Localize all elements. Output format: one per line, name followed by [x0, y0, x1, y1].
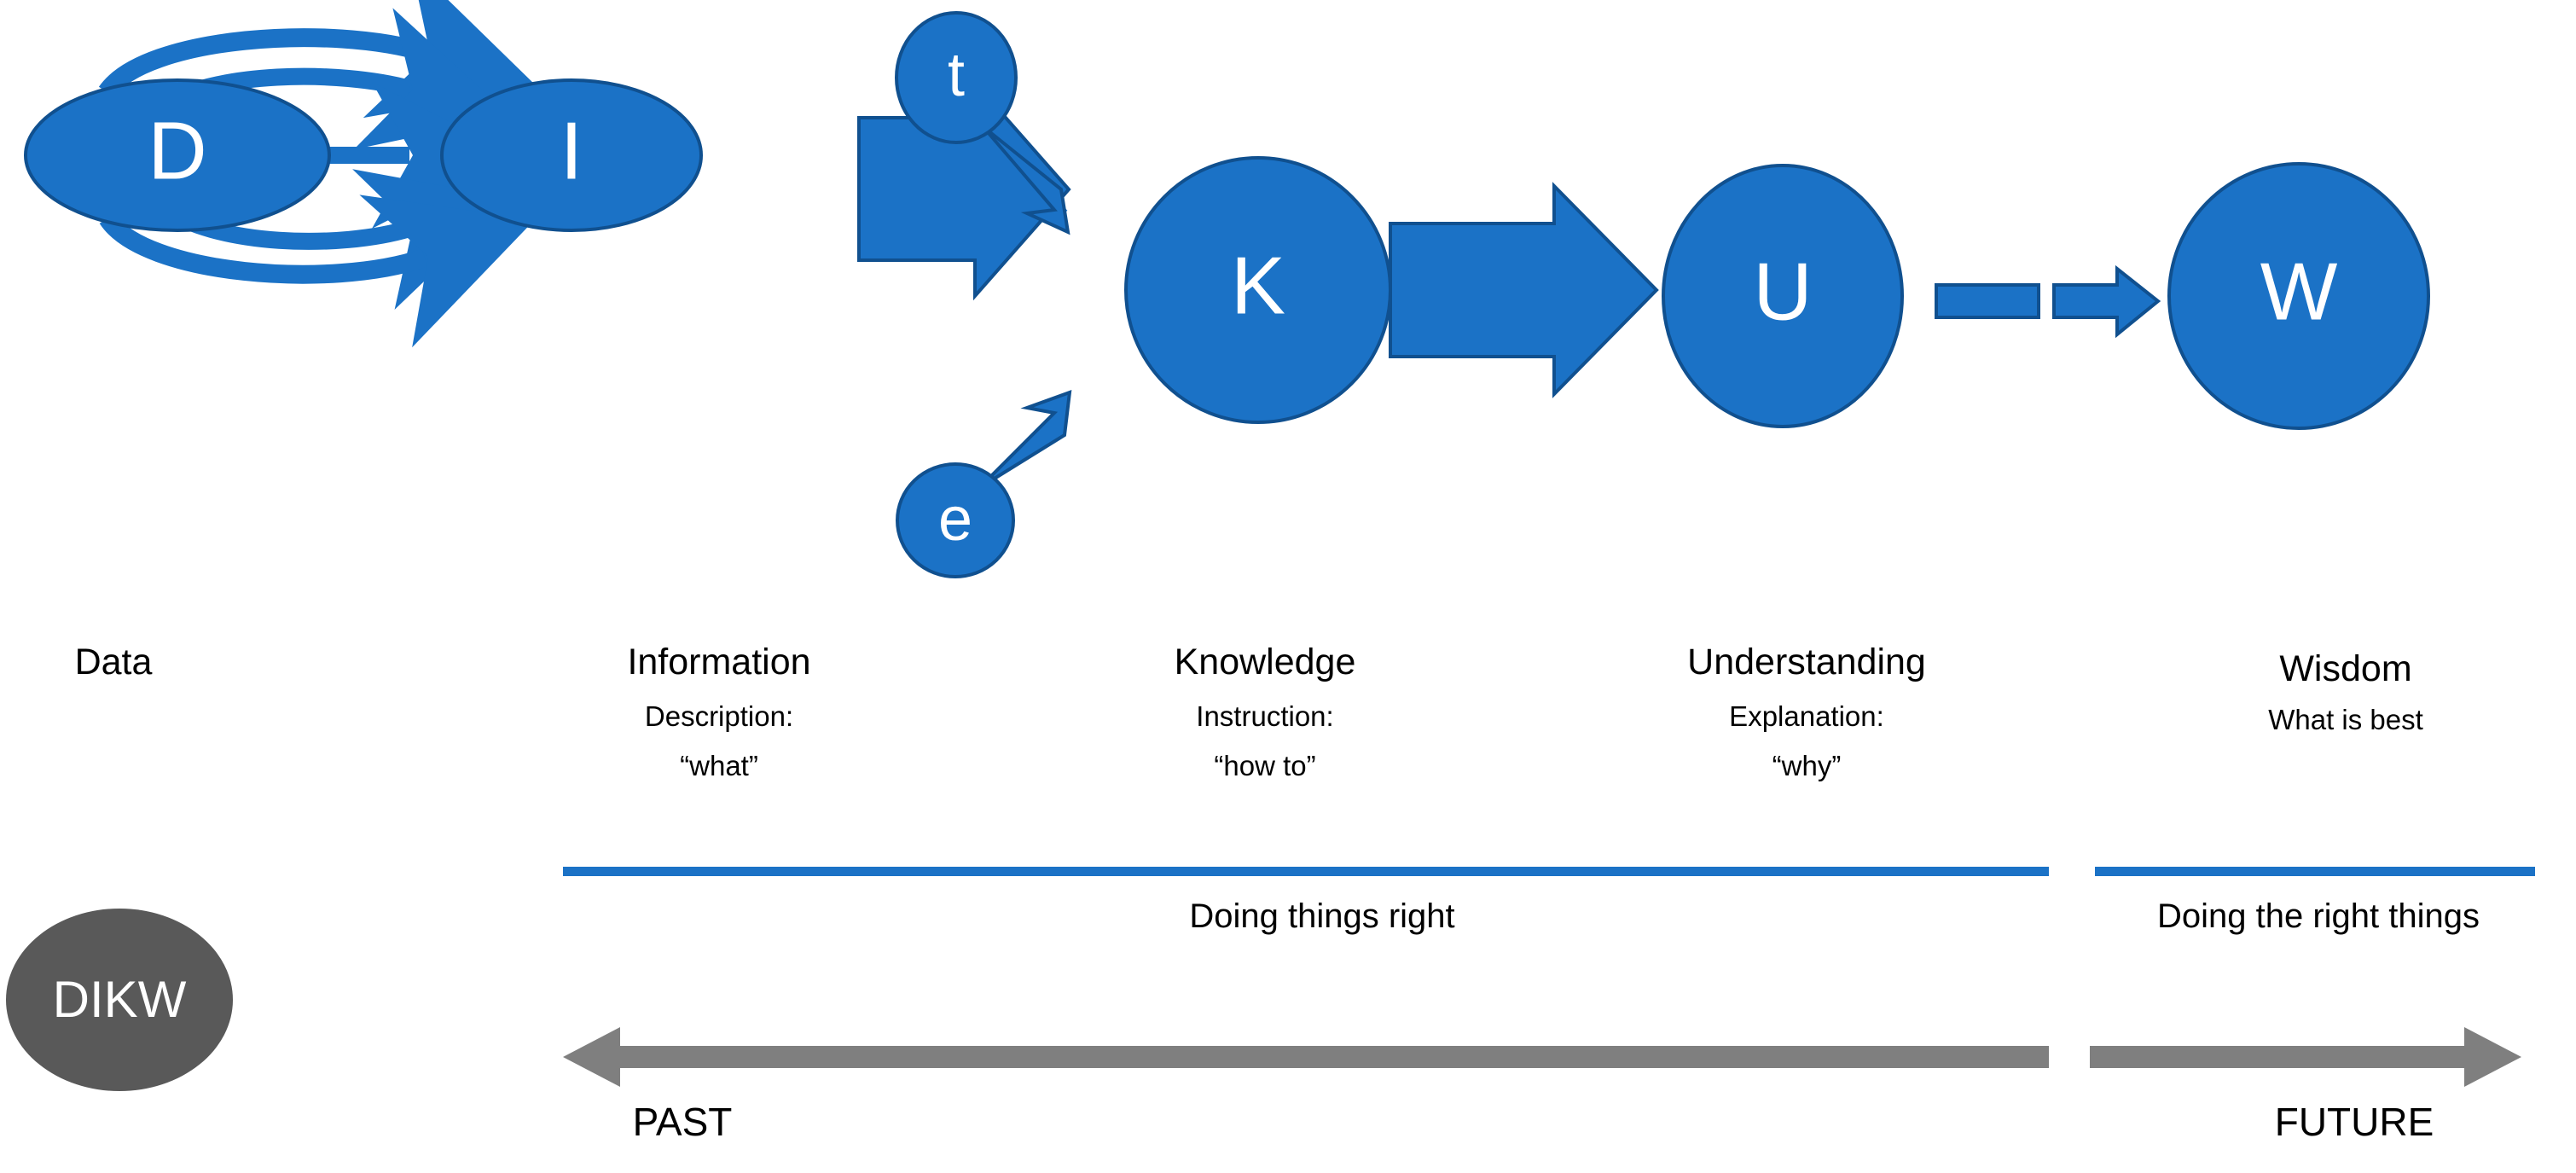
node-D-letter: D	[148, 105, 206, 196]
node-I-circle[interactable]	[440, 78, 703, 232]
stage-sub1-information: Description:	[644, 700, 794, 732]
stage-sub1-knowledge: Instruction:	[1196, 700, 1334, 732]
node-U[interactable]: U	[1662, 164, 1904, 428]
arrow-u-to-w	[1935, 264, 2161, 339]
dikw-badge[interactable]: DIKW	[6, 909, 233, 1091]
stage-sub1-wisdom: What is best	[2268, 704, 2423, 735]
dikw-badge-oval[interactable]	[6, 909, 233, 1091]
node-D[interactable]: D	[24, 78, 334, 232]
stage-sub2-knowledge: “how to”	[1214, 750, 1316, 781]
dikw-badge-label: DIKW	[53, 971, 187, 1028]
stage-sub2-understanding: “why”	[1772, 750, 1842, 781]
node-I[interactable]: I	[440, 78, 703, 232]
stage-label-data: Data	[74, 642, 153, 682]
node-I-letter: I	[560, 105, 583, 196]
feedback-arc-lower-outer	[99, 195, 535, 348]
node-W-circle[interactable]	[2167, 162, 2430, 430]
node-K-circle[interactable]	[1124, 156, 1392, 424]
band-label-doing-the-right-things: Doing the right things	[2156, 897, 2480, 935]
node-W-letter: W	[2260, 246, 2338, 337]
stage-sub1-understanding: Explanation:	[1729, 700, 1884, 732]
stage-label-information: Information	[627, 642, 811, 682]
timeline-arrow-past	[563, 1027, 2049, 1087]
node-e-letter: e	[938, 485, 972, 554]
arrow-t-to-k	[975, 119, 1070, 235]
timeline-arrow-future	[2090, 1027, 2521, 1087]
node-K-letter: K	[1231, 240, 1285, 331]
band-rule-doing-the-right-things	[2095, 867, 2535, 876]
band-rule-doing-things-right	[563, 867, 2049, 876]
arrow-k-to-u	[1389, 182, 1659, 398]
stage-label-knowledge: Knowledge	[1174, 642, 1356, 682]
node-D-circle[interactable]	[24, 78, 331, 232]
node-U-letter: U	[1753, 246, 1812, 337]
band-rules	[563, 867, 2535, 876]
node-t-circle[interactable]	[895, 11, 1018, 144]
node-U-circle[interactable]	[1662, 164, 1904, 428]
node-K[interactable]: K	[1124, 156, 1392, 424]
timeline-label-past: PAST	[632, 1100, 733, 1144]
node-t-letter: t	[948, 41, 965, 109]
stage-sub2-information: “what”	[680, 750, 758, 781]
stage-label-understanding: Understanding	[1687, 642, 1926, 682]
node-W[interactable]: W	[2167, 162, 2430, 430]
stage-label-wisdom: Wisdom	[2279, 648, 2412, 689]
timeline-label-future: FUTURE	[2274, 1100, 2434, 1144]
node-e-circle[interactable]	[896, 462, 1015, 578]
node-e[interactable]: e	[896, 462, 1015, 578]
arrow-e-to-k	[978, 390, 1072, 490]
node-t[interactable]: t	[895, 11, 1018, 144]
band-label-doing-things-right: Doing things right	[1189, 897, 1455, 935]
